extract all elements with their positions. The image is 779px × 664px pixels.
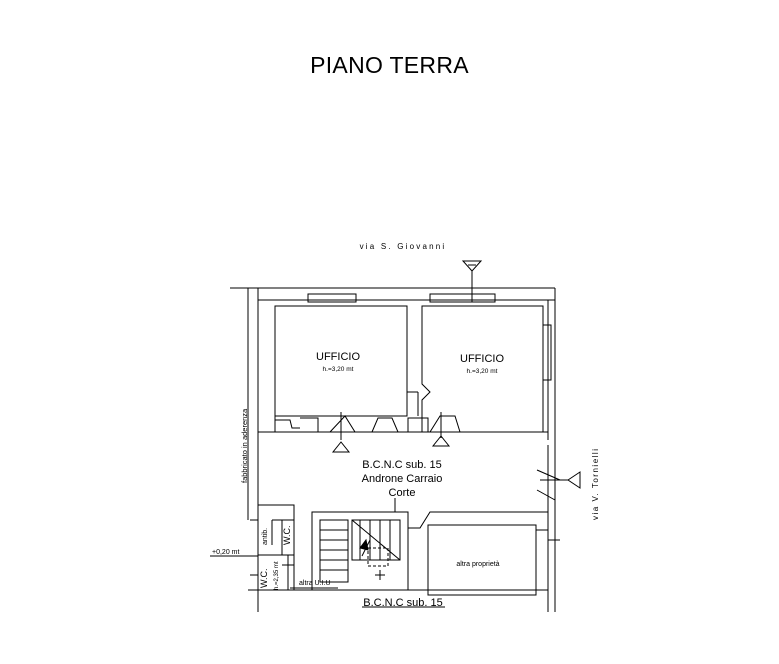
entrance-top-arrow-icon: [461, 260, 483, 302]
page-title: PIANO TERRA: [310, 52, 469, 78]
wc-upper-label: W.C.: [282, 526, 292, 546]
staircase: [311, 498, 409, 591]
entrance-middle-arrow-icon: [431, 412, 451, 447]
street-top-label: via S. Giovanni: [360, 242, 447, 251]
left-wall-note: fabbricato in aderenza: [240, 408, 249, 483]
other-property-label: altra proprietà: [456, 561, 499, 568]
bottom-bcnc-label: B.C.N.C sub. 15: [363, 597, 442, 609]
level-mark-label: +0,20 mt: [212, 549, 239, 556]
other-property-block: [408, 511, 560, 596]
top-openings: [307, 293, 496, 303]
wc-block: [250, 504, 295, 591]
access-markers: [331, 260, 581, 489]
room-ufficio-2-name: UFFICIO: [460, 353, 504, 365]
antibagno-label: antib.: [262, 528, 269, 545]
other-unit-label: altra U.I.U: [299, 580, 331, 587]
wc-lower-label: W.C.: [259, 569, 269, 589]
courtyard-label-line2: Androne Carraio: [362, 473, 443, 485]
room-ufficio-1-name: UFFICIO: [316, 351, 360, 363]
room-ufficio-2-height: h.=3,20 mt: [467, 368, 498, 375]
room-ufficio-1-height: h.=3,20 mt: [323, 366, 354, 373]
entrance-left-arrow-icon: [331, 412, 351, 453]
wc-lower-height: h.=2,35 mt: [274, 561, 280, 590]
courtyard-label-line1: B.C.N.C sub. 15: [362, 459, 441, 471]
street-right-label: via V. Tornielli: [591, 448, 600, 520]
entrance-right-arrow-icon: [540, 471, 581, 489]
courtyard-label-line3: Corte: [389, 487, 416, 499]
